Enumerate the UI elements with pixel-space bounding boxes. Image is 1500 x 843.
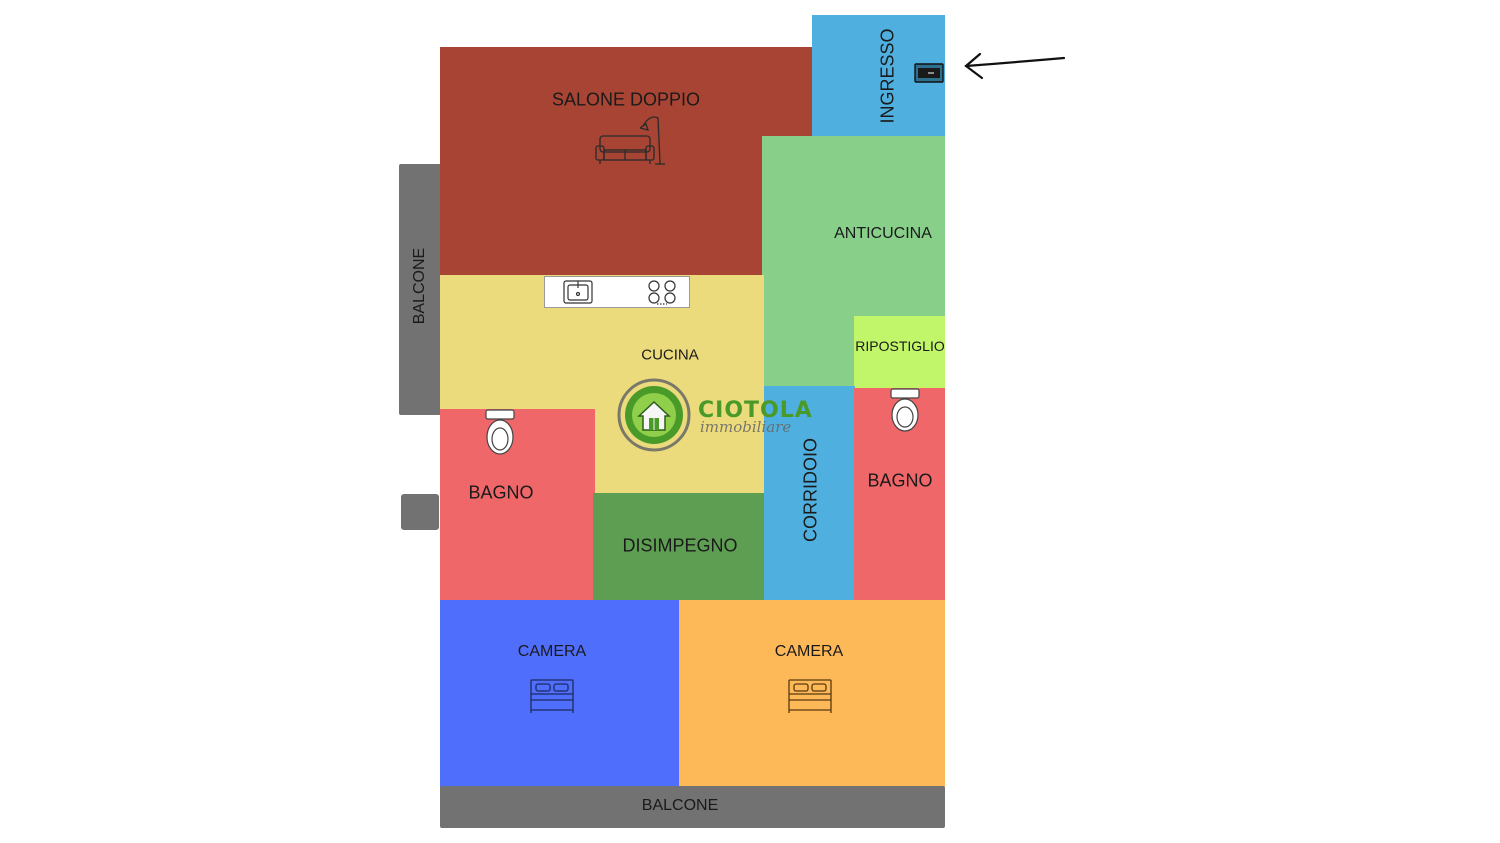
label-ingresso: INGRESSO <box>877 28 898 124</box>
logo-name: CIOTOLA <box>698 398 813 423</box>
toilet-icon <box>890 388 920 432</box>
label-camera-left: CAMERA <box>517 643 587 660</box>
label-balcone-side: BALCONE <box>411 247 428 325</box>
logo-tagline: immobiliare <box>700 418 792 436</box>
toilet-icon <box>485 409 515 455</box>
label-salone: SALONE DOPPIO <box>551 89 701 110</box>
room-corridoio <box>764 386 855 601</box>
label-corridoio: CORRIDOIO <box>800 437 821 543</box>
room-balcone-bottom <box>440 786 945 828</box>
label-balcone-bottom: BALCONE <box>641 797 719 814</box>
stove-icon <box>648 280 676 305</box>
door-icon <box>914 63 944 83</box>
bed-icon <box>788 679 832 713</box>
sink-icon <box>563 280 593 304</box>
room-disimpegno <box>593 493 764 601</box>
bed-icon <box>530 679 574 713</box>
room-balcone-side <box>399 164 441 415</box>
balcone-small-block <box>401 494 439 530</box>
lamp-icon <box>640 116 665 165</box>
label-bagno-right: BAGNO <box>867 470 933 491</box>
room-bagno-left <box>440 409 595 601</box>
label-cucina: CUCINA <box>641 346 699 364</box>
room-ripostiglio <box>854 316 945 388</box>
label-bagno-left: BAGNO <box>468 482 534 503</box>
sofa-icon <box>595 135 655 164</box>
logo-emblem-icon <box>617 378 691 452</box>
label-anticucina: ANTICUCINA <box>834 225 932 242</box>
room-salone <box>440 47 812 275</box>
label-ripostiglio: RIPOSTIGLIO <box>855 338 945 354</box>
label-camera-right: CAMERA <box>774 643 844 660</box>
entry-arrow-icon <box>964 52 1066 80</box>
label-disimpegno: DISIMPEGNO <box>622 535 738 556</box>
